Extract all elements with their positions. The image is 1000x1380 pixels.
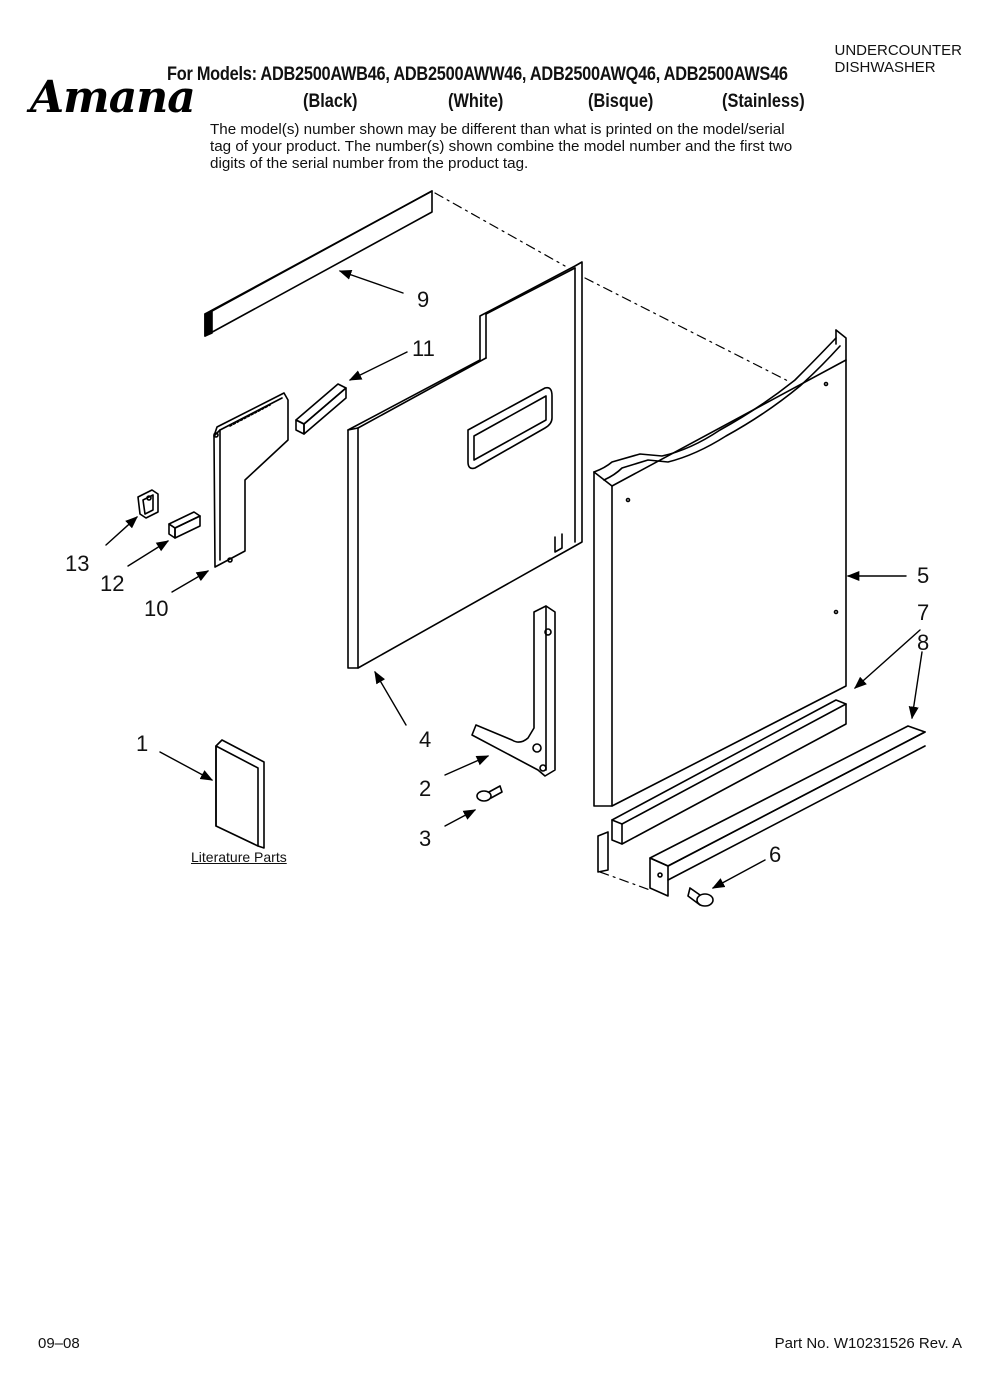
literature-parts-label: Literature Parts <box>191 849 287 865</box>
callout-9: 9 <box>417 287 430 312</box>
part-10-side-bracket <box>213 392 289 568</box>
callout-5: 5 <box>917 563 930 588</box>
callout-6: 6 <box>769 842 782 867</box>
part-12-block <box>168 511 201 539</box>
part-4-inner-door-panel <box>347 261 583 669</box>
part-7-lower-strip <box>597 699 847 873</box>
variant-white: (White) <box>448 91 504 112</box>
part-6-screw <box>687 887 714 907</box>
callout-8: 8 <box>917 630 930 655</box>
callout-2: 2 <box>419 776 432 801</box>
alignment-dashed-lines <box>434 192 791 891</box>
callout-3: 3 <box>419 826 432 851</box>
variant-stainless: (Stainless) <box>722 91 805 112</box>
date-code: 09–08 <box>38 1335 80 1352</box>
part-8-toe-kick <box>649 725 926 897</box>
variant-black: (Black) <box>303 91 358 112</box>
callout-11: 11 <box>412 336 435 361</box>
model-number-note: The model(s) number shown may be differe… <box>210 121 793 172</box>
part-13-clip <box>137 489 159 519</box>
part-11-pad <box>295 383 347 435</box>
callout-10: 10 <box>144 596 169 621</box>
product-type-line1: UNDERCOUNTER <box>834 42 963 59</box>
models-line: For Models: ADB2500AWB46, ADB2500AWW46, … <box>167 64 788 85</box>
variant-bisque: (Bisque) <box>588 91 654 112</box>
part-number: Part No. W10231526 Rev. A <box>774 1335 962 1352</box>
part-3-screw <box>476 785 503 802</box>
part-2-hinge-bracket <box>471 605 556 777</box>
leader-arrows <box>105 269 923 889</box>
callout-4: 4 <box>419 727 432 752</box>
part-1-literature <box>215 739 265 849</box>
part-9-trim-strip <box>204 190 433 337</box>
callout-1: 1 <box>136 731 149 756</box>
part-5-outer-door-panel <box>593 329 847 807</box>
brand-logo: Amana <box>30 72 196 123</box>
product-type: UNDERCOUNTER DISHWASHER <box>835 42 963 76</box>
product-type-line2: DISHWASHER <box>834 59 936 76</box>
callout-13: 13 <box>65 551 90 576</box>
callout-7: 7 <box>917 600 930 625</box>
callout-12: 12 <box>100 571 125 596</box>
